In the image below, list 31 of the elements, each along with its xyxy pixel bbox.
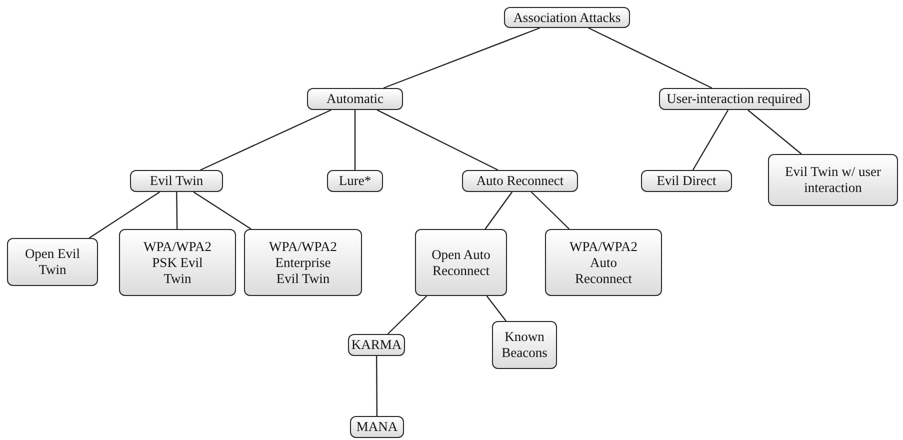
node-box: WPA/WPA2 Enterprise Evil Twin — [244, 229, 362, 296]
connector-line — [200, 109, 332, 171]
connector-line — [354, 110, 356, 170]
node-box: Association Attacks — [504, 7, 630, 28]
connector-line — [88, 192, 160, 238]
node-box: Automatic — [307, 88, 403, 110]
node-box: Open Auto Reconnect — [415, 229, 507, 296]
node-box: Open Evil Twin — [7, 238, 98, 286]
connector-line — [692, 110, 729, 170]
connector-line — [748, 110, 802, 154]
node-box: WPA/WPA2 PSK Evil Twin — [119, 229, 236, 296]
connector-line — [193, 192, 252, 230]
node-box: WPA/WPA2 Auto Reconnect — [545, 229, 662, 296]
connector-line — [387, 296, 428, 334]
connector-line — [484, 192, 513, 230]
node-box: KARMA — [348, 334, 405, 356]
node-box: User-interaction required — [659, 88, 810, 110]
node-box: Known Beacons — [492, 321, 557, 369]
connector-line — [530, 192, 570, 230]
connector-line — [176, 192, 178, 229]
connector-line — [383, 27, 540, 89]
node-box: MANA — [350, 416, 404, 438]
connector-line — [376, 109, 498, 171]
node-box: Lure* — [327, 170, 383, 192]
node-box: Evil Twin — [130, 170, 223, 192]
node-box: Evil Direct — [641, 170, 732, 192]
node-box: Auto Reconnect — [462, 170, 578, 192]
node-box: Evil Twin w/ user interaction — [768, 154, 898, 206]
connector-line — [588, 27, 712, 89]
connector-line — [486, 296, 506, 322]
connector-line — [376, 356, 378, 416]
